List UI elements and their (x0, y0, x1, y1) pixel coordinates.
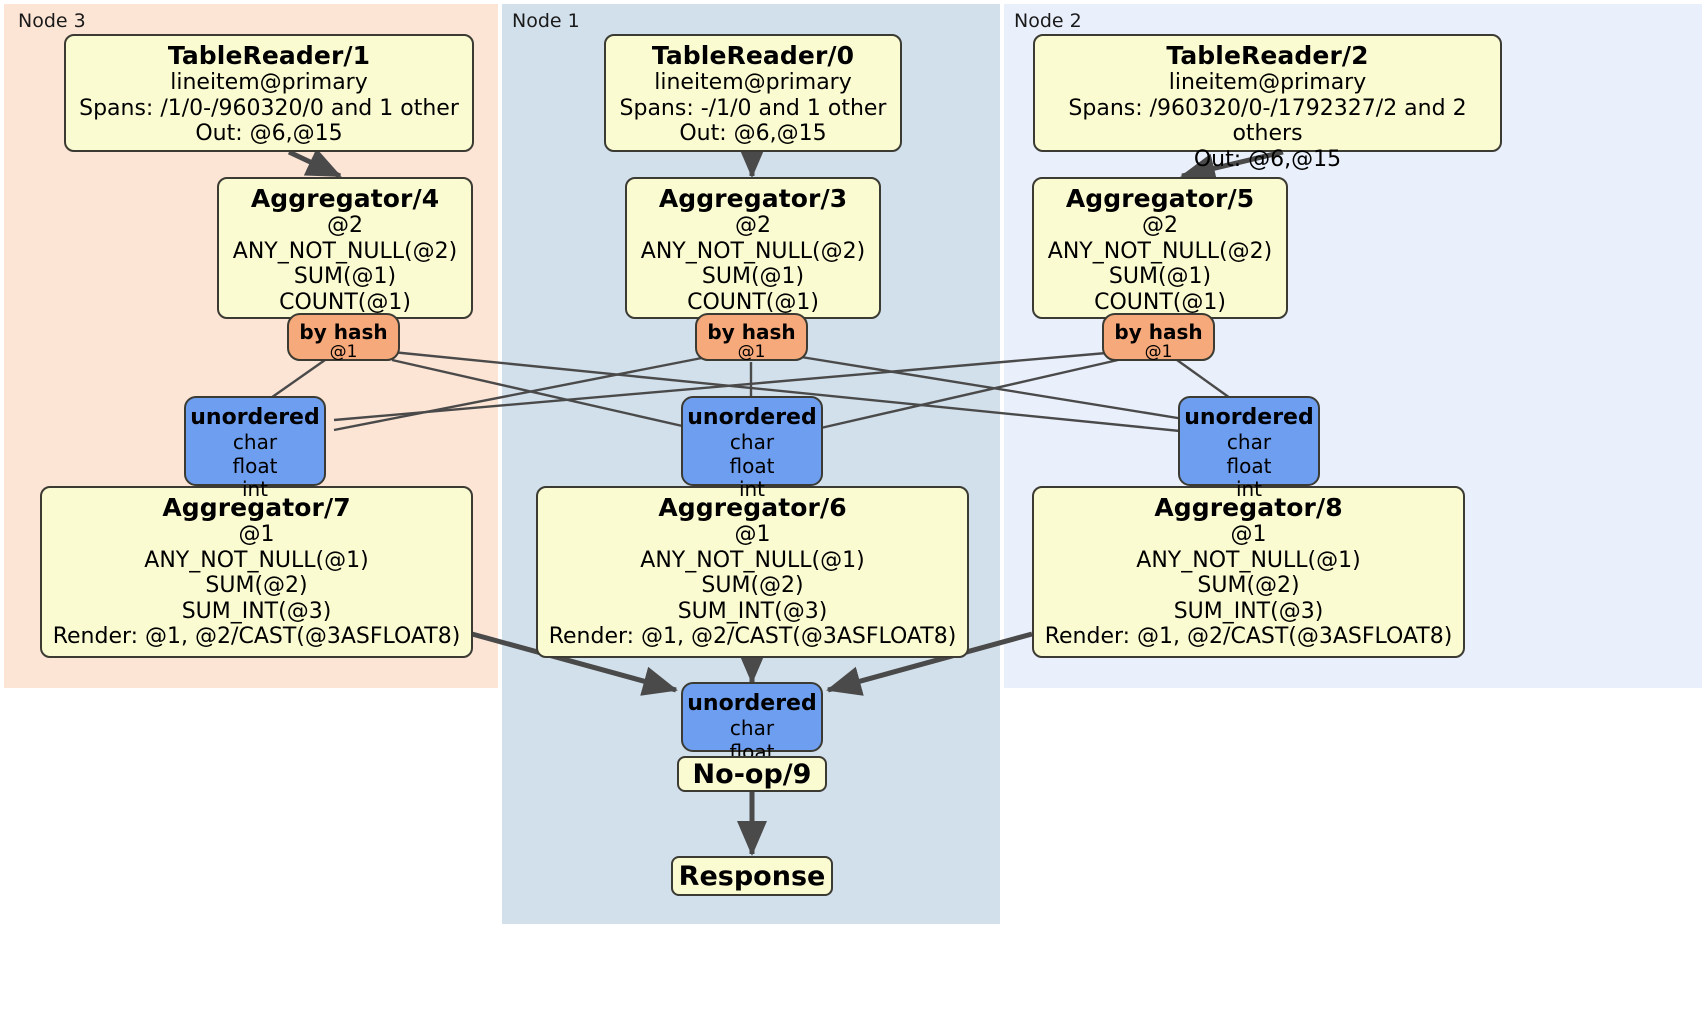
table-reader-2-title: TableReader/2 (1166, 41, 1369, 70)
aggregator-3[interactable]: Aggregator/3 @2 ANY_NOT_NULL(@2) SUM(@1)… (625, 177, 881, 319)
aggregator-3-line1: @2 (735, 213, 771, 238)
aggregator-8-line2: ANY_NOT_NULL(@1) (1136, 547, 1361, 573)
sync-unordered-center-line2: float (729, 453, 775, 478)
sync-unordered-center-title: unordered (687, 405, 817, 430)
sync-unordered-left-line1: char (232, 429, 278, 454)
aggregator-6-line5: Render: @1, @2/CAST(@3ASFLOAT8) (548, 624, 957, 650)
aggregator-4[interactable]: Aggregator/4 @2 ANY_NOT_NULL(@2) SUM(@1)… (217, 177, 473, 319)
table-reader-0-title: TableReader/0 (651, 41, 855, 70)
router-by-hash-left-line1: @1 (329, 342, 358, 363)
router-by-hash-right-title: by hash (1114, 320, 1203, 344)
router-by-hash-right[interactable]: by hash @1 (1102, 313, 1215, 363)
table-reader-0-line3: Out: @6,@15 (679, 121, 827, 147)
table-reader-1-line1: lineitem@primary (170, 70, 368, 95)
aggregator-3-title: Aggregator/3 (658, 184, 848, 213)
aggregator-5-line1: @2 (1142, 213, 1178, 238)
aggregator-7-line2: ANY_NOT_NULL(@1) (144, 547, 369, 573)
table-reader-0-line1: lineitem@primary (654, 70, 852, 95)
aggregator-8-title: Aggregator/8 (1154, 493, 1343, 522)
router-by-hash-left-title: by hash (299, 320, 388, 344)
aggregator-7-line4: SUM_INT(@3) (181, 598, 332, 624)
sync-unordered-final[interactable]: unordered char float (681, 682, 823, 763)
table-reader-2-line2: Spans: /960320/0-/1792327/2 and 2 others (1068, 95, 1467, 147)
sync-unordered-center-line3: int (738, 477, 766, 502)
aggregator-8-line4: SUM_INT(@3) (1173, 598, 1324, 624)
sync-unordered-left-line2: float (232, 453, 278, 478)
node-panel-1-label: Node 1 (512, 10, 580, 32)
sync-unordered-left[interactable]: unordered char float int (184, 396, 326, 501)
aggregator-7-line5: Render: @1, @2/CAST(@3ASFLOAT8) (52, 624, 461, 650)
sync-unordered-right-line1: char (1226, 429, 1272, 454)
router-by-hash-right-line1: @1 (1144, 342, 1173, 363)
aggregator-8-line1: @1 (1230, 522, 1267, 547)
aggregator-3-line4: COUNT(@1) (687, 289, 819, 315)
aggregator-7-title: Aggregator/7 (162, 493, 351, 522)
aggregator-6-title: Aggregator/6 (658, 493, 847, 522)
table-reader-1[interactable]: TableReader/1 lineitem@primary Spans: /1… (64, 34, 474, 152)
aggregator-6-line2: ANY_NOT_NULL(@1) (640, 547, 865, 573)
aggregator-3-line2: ANY_NOT_NULL(@2) (640, 238, 866, 264)
table-reader-1-line2: Spans: /1/0-/960320/0 and 1 other (79, 95, 459, 121)
sync-unordered-final-title: unordered (687, 691, 817, 716)
table-reader-1-title: TableReader/1 (167, 41, 371, 70)
aggregator-7-line1: @1 (238, 522, 275, 547)
router-by-hash-center-title: by hash (707, 320, 796, 344)
aggregator-4-line1: @2 (327, 213, 363, 238)
table-reader-1-line3: Out: @6,@15 (195, 121, 343, 147)
aggregator-5[interactable]: Aggregator/5 @2 ANY_NOT_NULL(@2) SUM(@1)… (1032, 177, 1288, 319)
aggregator-6-line3: SUM(@2) (701, 573, 804, 599)
node-panel-2-label: Node 2 (1014, 10, 1082, 32)
aggregator-7-line3: SUM(@2) (205, 573, 308, 599)
table-reader-2-line1: lineitem@primary (1168, 70, 1367, 95)
aggregator-4-line2: ANY_NOT_NULL(@2) (232, 238, 458, 264)
no-op-9-title: No-op/9 (692, 758, 812, 790)
aggregator-8[interactable]: Aggregator/8 @1 ANY_NOT_NULL(@1) SUM(@2)… (1032, 486, 1465, 658)
sync-unordered-final-line1: char (729, 715, 775, 740)
sync-unordered-left-title: unordered (190, 405, 320, 430)
no-op-9[interactable]: No-op/9 (677, 756, 827, 792)
aggregator-3-line3: SUM(@1) (701, 264, 805, 290)
aggregator-8-line5: Render: @1, @2/CAST(@3ASFLOAT8) (1044, 624, 1453, 650)
router-by-hash-left[interactable]: by hash @1 (287, 313, 400, 363)
table-reader-0-line2: Spans: -/1/0 and 1 other (619, 95, 887, 121)
aggregator-7[interactable]: Aggregator/7 @1 ANY_NOT_NULL(@1) SUM(@2)… (40, 486, 473, 658)
node-panel-3-label: Node 3 (18, 10, 86, 32)
sync-unordered-left-line3: int (241, 477, 269, 502)
sync-unordered-right-line3: int (1235, 477, 1263, 502)
aggregator-4-line3: SUM(@1) (293, 264, 397, 290)
sync-unordered-right[interactable]: unordered char float int (1178, 396, 1320, 501)
table-reader-2-line3: Out: @6,@15 (1193, 146, 1342, 172)
router-by-hash-center-line1: @1 (737, 342, 766, 363)
table-reader-0[interactable]: TableReader/0 lineitem@primary Spans: -/… (604, 34, 902, 152)
aggregator-5-line4: COUNT(@1) (1094, 289, 1226, 315)
aggregator-6[interactable]: Aggregator/6 @1 ANY_NOT_NULL(@1) SUM(@2)… (536, 486, 969, 658)
sync-unordered-center-line1: char (729, 429, 775, 454)
router-by-hash-center[interactable]: by hash @1 (695, 313, 808, 363)
aggregator-4-title: Aggregator/4 (250, 184, 440, 213)
aggregator-6-line1: @1 (734, 522, 771, 547)
sync-unordered-right-line2: float (1226, 453, 1272, 478)
aggregator-5-title: Aggregator/5 (1065, 184, 1255, 213)
aggregator-8-line3: SUM(@2) (1197, 573, 1300, 599)
table-reader-2[interactable]: TableReader/2 lineitem@primary Spans: /9… (1033, 34, 1502, 172)
sync-unordered-center[interactable]: unordered char float int (681, 396, 823, 501)
response-node-title: Response (678, 860, 826, 892)
aggregator-4-line4: COUNT(@1) (279, 289, 411, 315)
aggregator-6-line4: SUM_INT(@3) (677, 598, 828, 624)
aggregator-5-line2: ANY_NOT_NULL(@2) (1047, 238, 1273, 264)
response-node[interactable]: Response (671, 856, 833, 896)
sync-unordered-right-title: unordered (1184, 405, 1314, 430)
aggregator-5-line3: SUM(@1) (1108, 264, 1212, 290)
